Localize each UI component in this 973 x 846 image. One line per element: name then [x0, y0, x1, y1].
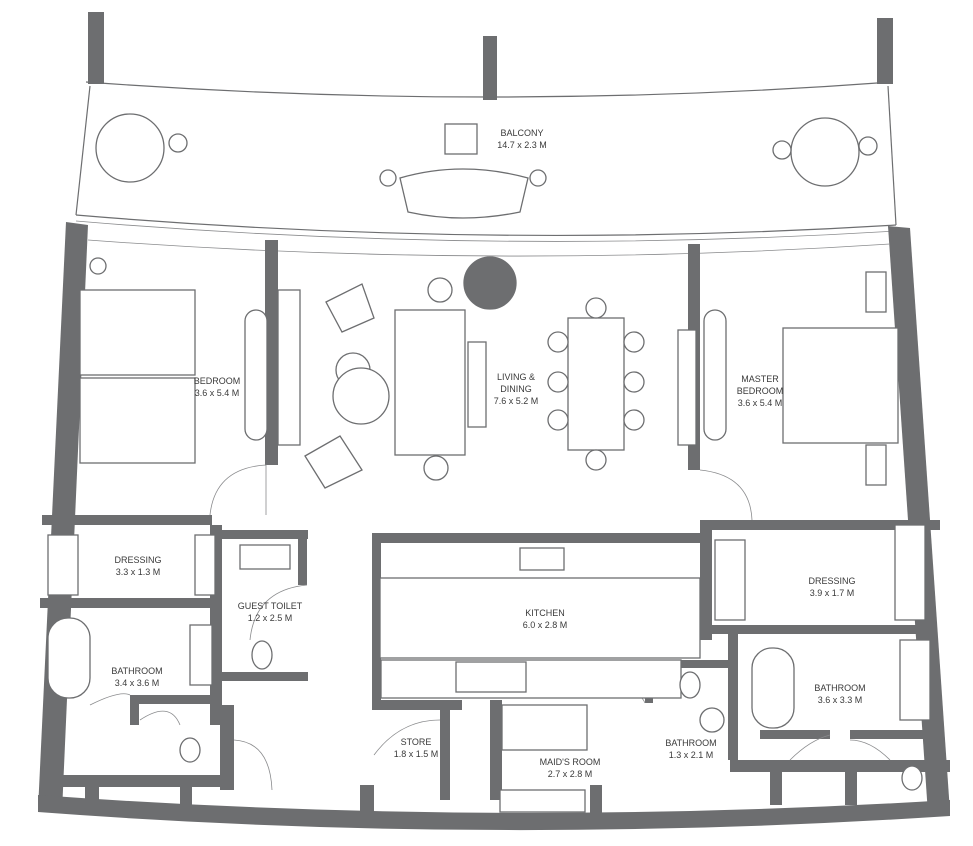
- balcony-structure: [75, 12, 897, 242]
- furniture: [47, 256, 931, 813]
- interior-walls: [40, 240, 940, 800]
- bed-left-1: [79, 289, 196, 376]
- bathtub-left: [47, 617, 91, 699]
- kitchen-island: [379, 577, 701, 659]
- master-bed: [782, 327, 899, 444]
- bathtub-right: [751, 647, 795, 729]
- bed-left-2: [79, 377, 196, 464]
